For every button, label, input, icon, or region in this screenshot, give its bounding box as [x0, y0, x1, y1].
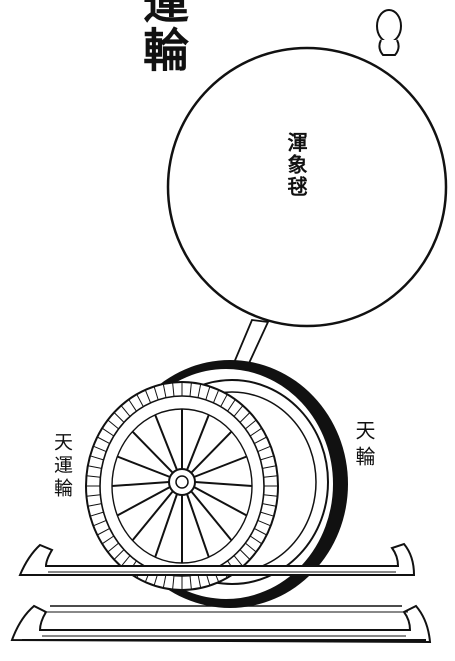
rim-hatch-line	[189, 575, 192, 590]
rim-hatch-line	[87, 465, 102, 469]
rim-hatch-line	[245, 419, 257, 430]
rim-hatch-line	[97, 436, 110, 445]
rim-hatch-line	[254, 527, 267, 536]
rim-hatch-line	[245, 542, 257, 553]
rim-hatch-line	[113, 549, 125, 560]
wheel-spoke	[131, 490, 174, 542]
rim-hatch-line	[197, 383, 202, 398]
rim-hatch-line	[212, 389, 220, 404]
rim-hatch-line	[233, 405, 244, 417]
wheel-spoke	[116, 486, 171, 517]
rim-hatch-line	[136, 394, 144, 407]
rim-hatch-line	[162, 574, 167, 589]
rim-hatch-line	[260, 455, 275, 461]
upper-base-rail	[18, 542, 416, 576]
wheel-spoke	[131, 430, 174, 474]
rim-hatch-line	[113, 412, 125, 423]
rim-hatch-line	[205, 386, 211, 401]
label-heavenly-revolving-wheel: 天運輪	[51, 432, 73, 501]
rim-hatch-line	[239, 412, 251, 423]
rim-hatch-line	[89, 455, 104, 461]
wheel-spoke	[154, 493, 178, 558]
rim-hatch-line	[220, 394, 228, 407]
wheel-spoke	[111, 481, 170, 487]
rim-hatch-line	[239, 549, 251, 560]
rim-hatch-line	[107, 419, 119, 430]
illustration-title: 運輪	[136, 0, 190, 74]
heavenly-revolving-wheel	[85, 381, 279, 591]
rim-hatch-line	[128, 399, 137, 412]
wheel-spoke	[154, 414, 178, 471]
rim-hatch-line	[93, 445, 107, 453]
wheel-spoke	[193, 486, 248, 517]
rim-hatch-line	[249, 427, 263, 437]
rim-hatch-line	[262, 503, 277, 507]
rim-hatch-line	[86, 494, 101, 497]
wheel-spoke	[190, 490, 233, 542]
rim-hatch-line	[97, 527, 110, 536]
wheel-spoke	[193, 455, 248, 478]
rim-hatch-line	[262, 465, 277, 469]
rim-hatch-line	[101, 427, 115, 437]
rim-hatch-line	[172, 382, 175, 397]
rim-hatch-line	[144, 389, 152, 404]
rim-hatch-line	[260, 511, 275, 517]
rim-hatch-line	[120, 405, 131, 417]
rim-hatch-line	[227, 399, 236, 412]
rim-hatch-line	[172, 575, 175, 590]
rim-hatch-line	[162, 383, 167, 398]
rim-hatch-line	[233, 555, 244, 567]
rim-hatch-line	[263, 494, 278, 497]
armillary-globe	[166, 46, 448, 328]
rim-hatch-line	[87, 503, 102, 507]
rim-hatch-line	[257, 445, 271, 453]
wheel-spoke	[194, 481, 253, 487]
rim-hatch-line	[101, 535, 115, 545]
lower-base-rail	[10, 604, 432, 644]
rim-hatch-line	[257, 519, 271, 527]
rim-hatch-line	[263, 475, 278, 478]
rim-hatch-line	[93, 519, 107, 527]
wheel-spoke	[186, 414, 210, 471]
wheel-hub	[168, 468, 196, 496]
rim-hatch-line	[254, 436, 267, 445]
label-armillary-globe: 渾象毬	[284, 132, 308, 198]
wheel-spokes	[111, 409, 253, 563]
wheel-spoke	[186, 493, 210, 558]
rim-hatch-line	[86, 475, 101, 478]
globe-finial	[376, 9, 402, 56]
rim-hatch-line	[107, 542, 119, 553]
rim-hatch-line	[120, 555, 131, 567]
rim-hatch-line	[197, 574, 202, 589]
rim-hatch-line	[89, 511, 104, 517]
rim-hatch-line	[189, 382, 192, 397]
wheel-spoke	[116, 455, 171, 478]
rim-hatch-line	[249, 535, 263, 545]
label-heavenly-wheel: 天輪	[352, 420, 376, 472]
rim-hatch-line	[153, 386, 159, 401]
wheel-spoke	[190, 430, 233, 474]
